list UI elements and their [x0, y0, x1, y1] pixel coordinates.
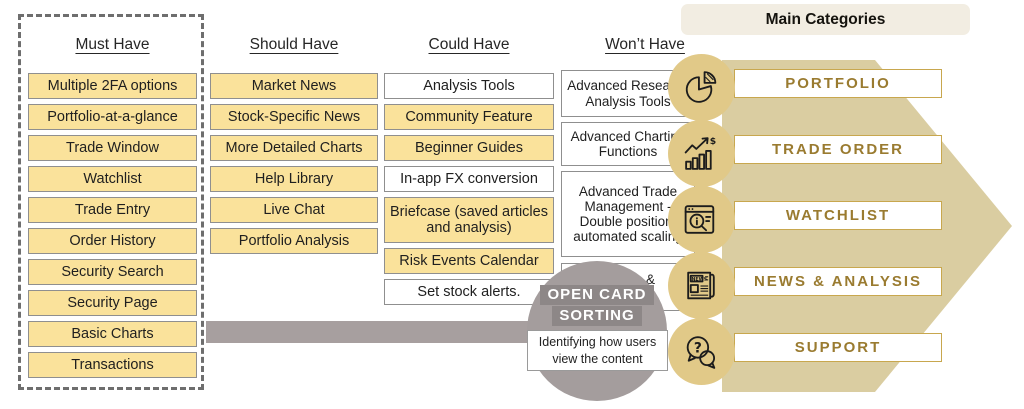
- feature-card: Trade Window: [28, 135, 197, 161]
- main-categories-title: Main Categories: [681, 4, 970, 35]
- should-have-column: Market News Stock-Specific News More Det…: [210, 73, 378, 254]
- trade-order-icon-circle: $: [668, 120, 735, 187]
- must-have-column: Multiple 2FA options Portfolio-at-a-glan…: [28, 73, 197, 378]
- open-card-sorting-label-line1: OPEN CARD: [540, 285, 654, 305]
- column-header-wont-have: Won’t Have: [605, 36, 685, 53]
- support-icon-circle: ?: [668, 318, 735, 385]
- feature-card: Watchlist: [28, 166, 197, 192]
- feature-card: Stock-Specific News: [210, 104, 378, 130]
- feature-card: More Detailed Charts: [210, 135, 378, 161]
- connector-bar: [206, 321, 560, 343]
- feature-card: Briefcase (saved articles and analysis): [384, 197, 554, 243]
- pie-chart-icon: [685, 71, 717, 103]
- could-have-column: Analysis Tools Community Feature Beginne…: [384, 73, 554, 305]
- feature-card: Community Feature: [384, 104, 554, 130]
- growth-chart-icon: $: [684, 136, 716, 170]
- feature-card: Help Library: [210, 166, 378, 192]
- feature-card: Set stock alerts.: [384, 279, 554, 305]
- feature-card: Portfolio-at-a-glance: [28, 104, 197, 130]
- column-header-should-have: Should Have: [249, 36, 339, 53]
- watchlist-icon-circle: [668, 186, 735, 253]
- open-card-sorting-label-line2: SORTING: [552, 306, 642, 326]
- svg-text:NEWS: NEWS: [691, 276, 707, 282]
- portfolio-icon-circle: [668, 54, 735, 121]
- question-chat-icon: ?: [686, 336, 716, 369]
- open-card-sorting-label: OPEN CARD SORTING: [527, 285, 667, 326]
- newspaper-icon: NEWS: [687, 271, 715, 300]
- category-portfolio: PORTFOLIO: [734, 69, 942, 98]
- feature-card: Risk Events Calendar: [384, 248, 554, 274]
- must-have-frame: [18, 14, 204, 390]
- open-card-sorting-circle: OPEN CARD SORTING Identifying how users …: [527, 261, 668, 401]
- feature-card: Beginner Guides: [384, 135, 554, 161]
- feature-card: In-app FX conversion: [384, 166, 554, 192]
- feature-card: Multiple 2FA options: [28, 73, 197, 99]
- feature-card: Market News: [210, 73, 378, 99]
- feature-card: Security Page: [28, 290, 197, 316]
- feature-card: Analysis Tools: [384, 73, 554, 99]
- feature-card: Basic Charts: [28, 321, 197, 347]
- category-news-analysis: NEWS & ANALYSIS: [734, 267, 942, 296]
- feature-card: Trade Entry: [28, 197, 197, 223]
- svg-text:$: $: [710, 136, 716, 147]
- column-header-could-have: Could Have: [428, 36, 510, 53]
- feature-card: Transactions: [28, 352, 197, 378]
- column-header-must-have: Must Have: [75, 36, 150, 53]
- category-trade-order: TRADE ORDER: [734, 135, 942, 164]
- feature-card: Live Chat: [210, 197, 378, 223]
- category-support: SUPPORT: [734, 333, 942, 362]
- open-card-sorting-description: Identifying how users view the content: [527, 330, 668, 371]
- feature-card: Security Search: [28, 259, 197, 285]
- news-icon-circle: NEWS: [668, 252, 735, 319]
- feature-card: Order History: [28, 228, 197, 254]
- search-analytics-icon: [684, 205, 715, 234]
- feature-card: Portfolio Analysis: [210, 228, 378, 254]
- category-watchlist: WATCHLIST: [734, 201, 942, 230]
- svg-text:?: ?: [694, 341, 702, 357]
